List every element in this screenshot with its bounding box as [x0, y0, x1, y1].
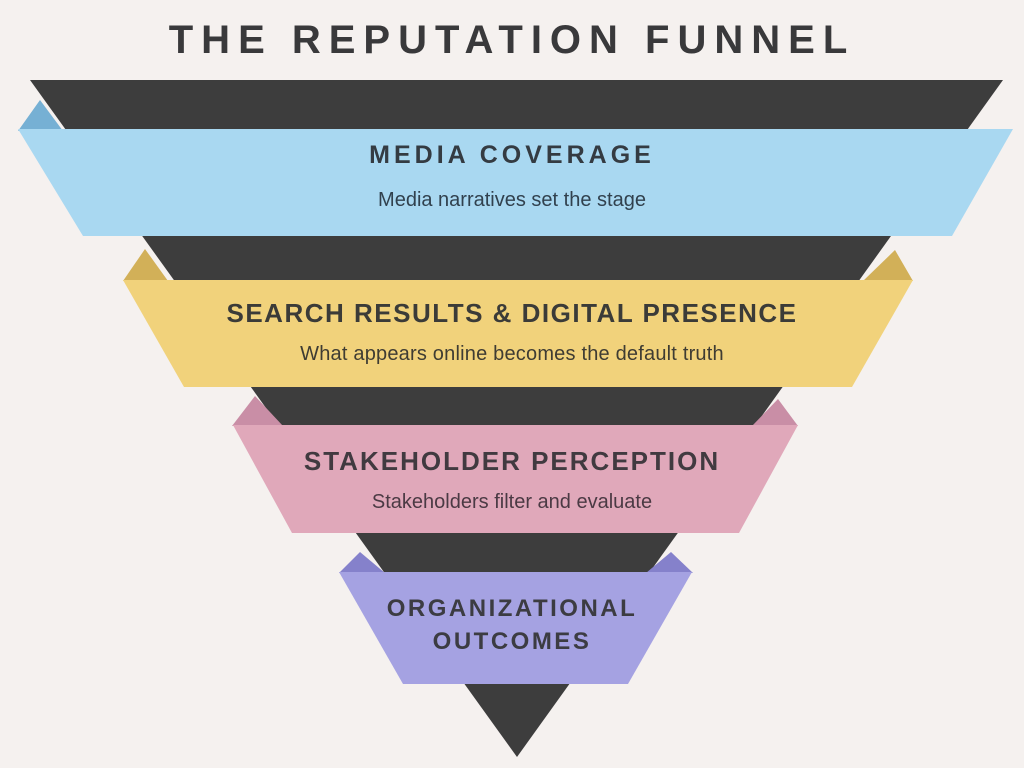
- stage-heading-media-coverage: MEDIA COVERAGE: [369, 141, 655, 169]
- stage-fold-right-stakeholder-perception: [752, 399, 798, 426]
- stage-fold-left-media-coverage: [18, 100, 63, 131]
- stage-fold-right-search-results: [863, 250, 913, 281]
- stage-heading-stakeholder-perception: STAKEHOLDER PERCEPTION: [303, 446, 721, 476]
- stage-fold-left-stakeholder-perception: [232, 396, 283, 426]
- page-title: THE REPUTATION FUNNEL: [168, 18, 856, 62]
- stage-fold-left-search-results: [123, 249, 168, 281]
- stage-subheading-media-coverage: Media narratives set the stage: [378, 189, 646, 211]
- stage-heading-line-2: OUTCOMES: [432, 628, 592, 655]
- stage-heading-line-1: ORGANIZATIONAL: [386, 595, 638, 622]
- stage-band-stakeholder-perception: [233, 425, 798, 533]
- funnel-triangle: [30, 80, 1003, 757]
- stage-heading-organizational-outcomes: ORGANIZATIONAL OUTCOMES: [0, 592, 1024, 658]
- stage-subheading-stakeholder-perception: Stakeholders filter and evaluate: [371, 491, 653, 513]
- stage-subheading-search-results: What appears online becomes the default …: [300, 343, 724, 365]
- stage-band-organizational-outcomes: [339, 572, 692, 684]
- stage-band-search-results: [123, 280, 913, 387]
- stage-heading-search-results: SEARCH RESULTS & DIGITAL PRESENCE: [226, 298, 798, 328]
- stage-fold-right-organizational-outcomes: [646, 552, 693, 573]
- stage-band-media-coverage: [18, 129, 1013, 236]
- stage-fold-left-organizational-outcomes: [339, 552, 385, 573]
